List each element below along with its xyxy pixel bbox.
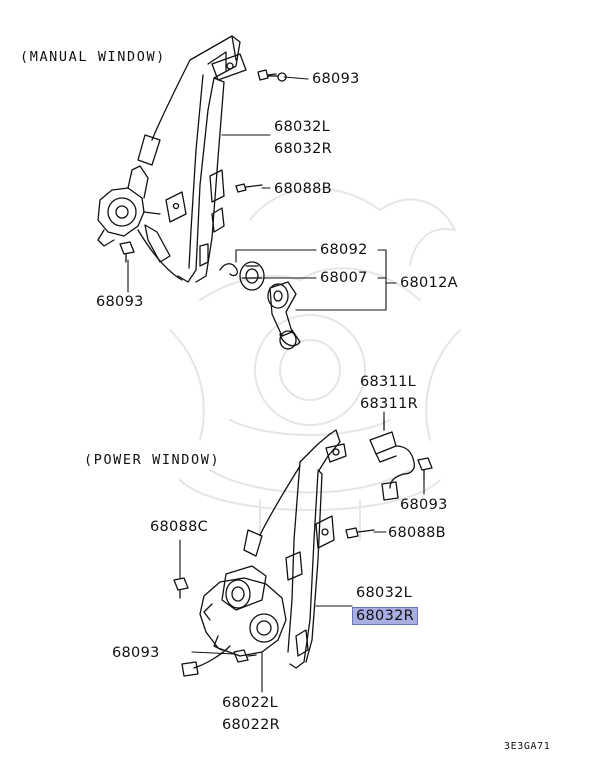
power-bolt-68088c bbox=[173, 577, 189, 599]
power-switch-68311 bbox=[369, 419, 416, 501]
label-m-68032r[interactable]: 68032R bbox=[274, 141, 333, 157]
watermark-emblem bbox=[169, 187, 461, 541]
power-bolt-68093-left bbox=[233, 649, 257, 663]
label-p-68311l[interactable]: 68311L bbox=[360, 374, 417, 390]
caption-manual-window: (MANUAL WINDOW) bbox=[20, 49, 166, 65]
manual-clip-68092 bbox=[219, 263, 238, 277]
label-m-68092[interactable]: 68092 bbox=[320, 242, 368, 258]
manual-screw-68088b bbox=[235, 183, 263, 193]
label-m-68032l[interactable]: 68032L bbox=[274, 119, 331, 135]
label-p-68093-left[interactable]: 68093 bbox=[112, 645, 160, 661]
label-p-68088b[interactable]: 68088B bbox=[388, 525, 446, 541]
label-p-68032r-highlighted[interactable]: 68032R bbox=[352, 607, 419, 625]
manual-washer-68007 bbox=[239, 261, 265, 291]
label-p-68022l[interactable]: 68022L bbox=[222, 695, 279, 711]
highlight-box[interactable]: 68032R bbox=[352, 607, 419, 625]
label-p-68032l[interactable]: 68032L bbox=[356, 585, 413, 601]
power-screw-68088b bbox=[345, 527, 375, 539]
manual-handle-68012a bbox=[267, 281, 301, 350]
label-m-68093-left[interactable]: 68093 bbox=[96, 294, 144, 310]
label-m-68093-top[interactable]: 68093 bbox=[312, 71, 360, 87]
label-p-68311r[interactable]: 68311R bbox=[360, 396, 419, 412]
manual-bolt-68093-left bbox=[119, 241, 135, 263]
caption-power-window: (POWER WINDOW) bbox=[84, 452, 221, 468]
leader-lines bbox=[127, 76, 425, 693]
label-m-68007[interactable]: 68007 bbox=[320, 270, 368, 286]
label-p-68022r[interactable]: 68022R bbox=[222, 717, 281, 733]
diagram-code: 3E3GA71 bbox=[504, 741, 551, 752]
manual-bolt-68093-top bbox=[257, 69, 287, 82]
power-bolt-68093-right bbox=[417, 457, 433, 481]
label-p-68088c[interactable]: 68088C bbox=[150, 519, 209, 535]
label-m-68012a[interactable]: 68012A bbox=[400, 275, 458, 291]
power-regulator-assembly bbox=[181, 429, 347, 677]
manual-regulator-assembly bbox=[97, 35, 247, 283]
label-p-68093-right[interactable]: 68093 bbox=[400, 497, 448, 513]
label-m-68088b[interactable]: 68088B bbox=[274, 181, 332, 197]
